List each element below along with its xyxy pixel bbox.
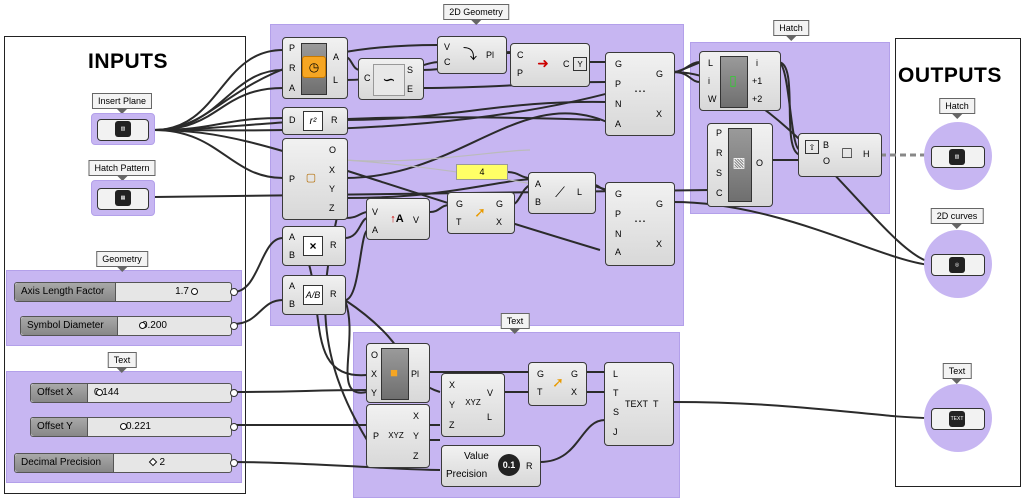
slider-knob[interactable] (96, 389, 103, 396)
slider-knob[interactable] (148, 457, 158, 467)
axis-length-factor-slider[interactable]: Axis Length Factor 1.7 (14, 282, 232, 302)
hatch-pattern-button[interactable]: ▦ (97, 188, 149, 210)
text-output-param[interactable]: TEXT (931, 408, 985, 430)
orient-icon: ⋯ (634, 84, 646, 98)
tag-text-group: Text (500, 313, 530, 334)
rectangle-component[interactable]: P R A A L ◷ (282, 37, 348, 99)
construct-point-component[interactable]: X Y Z V L XYZ (441, 373, 505, 437)
tag-text-inputs: Text (107, 352, 137, 373)
deconstruct-point-icon: XYZ (388, 430, 404, 440)
inputs-frame (4, 36, 246, 494)
hatch-output-label: Hatch (939, 98, 975, 119)
timer-icon: ◷ (302, 56, 326, 78)
insert-plane-label: Insert Plane (91, 93, 153, 114)
hatch-pattern-icon: ▦ (115, 190, 131, 206)
xy-plane-icon: ■ (390, 364, 398, 380)
curve-icon: ∽ (373, 64, 405, 96)
slider-knob[interactable] (139, 322, 146, 329)
axis-length-factor-value: 1.7 (175, 286, 189, 297)
divide-icon: A/B (303, 285, 323, 305)
text-tag-component[interactable]: L T S J TEXT T (604, 362, 674, 446)
amplitude-icon: ↑A (390, 213, 404, 225)
list-item-body (720, 56, 748, 108)
move-component[interactable]: G T G X ➚ (447, 192, 515, 234)
boundary-hatch-component[interactable]: B O H ⇧ □ (798, 133, 882, 177)
hatch-body (728, 128, 752, 202)
hatch-component[interactable]: P R S C O ▧ (707, 123, 773, 207)
output-port[interactable] (230, 459, 238, 467)
slider-knob[interactable] (120, 423, 127, 430)
inputs-title: INPUTS (88, 50, 169, 73)
project-icon: ➜ (537, 54, 549, 71)
format-number-component[interactable]: Value Precision 0.1 R (441, 445, 541, 487)
decimal-precision-slider[interactable]: Decimal Precision 2 (14, 453, 232, 473)
plane-icon: ▧ (115, 121, 131, 137)
square-root-component[interactable]: D R r² (282, 107, 348, 135)
text-output-label: Text (942, 363, 972, 384)
deconstruct-plane-icon: ▢ (305, 171, 317, 184)
curves-output-label: 2D curves (930, 208, 984, 229)
xy-plane-component[interactable]: O X Y Pl ■ (366, 343, 430, 403)
curve-endpoints-component[interactable]: C S E ∽ (358, 58, 424, 100)
list-item-component[interactable]: L i W i +1 +2 ▯ (699, 51, 781, 111)
orient-component[interactable]: G P N A G X ⋯ (605, 52, 675, 136)
multiply-icon: × (303, 236, 323, 256)
tag-hatch: Hatch (773, 20, 809, 41)
output-port[interactable] (230, 322, 238, 330)
amplitude-component[interactable]: V A V ↑A (366, 198, 430, 240)
deconstruct-plane-component[interactable]: P O X Y Z ▢ (282, 138, 348, 220)
orient-component-2[interactable]: G P N A G X ⋯ (605, 182, 675, 266)
line-icon: ⟋ (555, 183, 565, 200)
offset-x-value: 0.144 (93, 387, 119, 398)
construct-point-icon: XYZ (465, 397, 481, 407)
filter-icon: Y (573, 57, 587, 71)
line-component[interactable]: A B L ⟋ (528, 172, 596, 214)
curve-icon: ◎ (949, 257, 965, 273)
hatch-pattern-param[interactable]: ▦ (91, 180, 155, 216)
offset-y-slider[interactable]: Offset Y 0.221 (30, 417, 232, 437)
insert-plane-button[interactable]: ▧ (97, 119, 149, 141)
output-port[interactable] (230, 389, 238, 397)
text-icon: TEXT (949, 411, 965, 427)
deconstruct-point-component[interactable]: P X Y Z XYZ (366, 404, 430, 468)
number-panel[interactable]: 4 (456, 164, 508, 180)
output-port[interactable] (230, 288, 238, 296)
hatch-pattern-label: Hatch Pattern (88, 160, 156, 181)
project-component[interactable]: C P C ➜ Y (510, 43, 590, 87)
output-port[interactable] (230, 423, 238, 431)
symbol-diameter-slider[interactable]: Symbol Diameter 0.200 (20, 316, 232, 336)
orient-icon: ⋯ (634, 214, 646, 228)
insert-plane-param[interactable]: ▧ (91, 113, 155, 145)
divide-component[interactable]: A B R A/B (282, 275, 346, 315)
list-item-icon: ▯ (729, 71, 737, 88)
multiply-component[interactable]: A B R × (282, 226, 346, 266)
outputs-title: OUTPUTS (898, 64, 1002, 87)
xy-plane-body (381, 348, 409, 400)
format-number-icon: 0.1 (498, 454, 520, 476)
move-icon: ➚ (552, 373, 564, 390)
tag-2d-geometry: 2D Geometry (443, 4, 509, 25)
hatch-output-param[interactable]: ▧ (931, 146, 985, 168)
move-icon: ➚ (474, 203, 486, 220)
symbol-diameter-value: 0.200 (141, 320, 167, 331)
boundary-hatch-icon: □ (842, 145, 852, 162)
boundary-icon: ⇧ (805, 140, 819, 154)
hatch-icon: ▧ (949, 149, 965, 165)
plane-normal-icon: ⤵ (463, 46, 477, 62)
hatch-icon: ▧ (732, 153, 746, 170)
text-tag-label: TEXT (625, 399, 649, 409)
plane-normal-component[interactable]: V C Pl ⤵ (437, 36, 507, 74)
offset-y-value: 0.221 (125, 421, 151, 432)
square-root-icon: r² (303, 111, 323, 131)
curves-output-param[interactable]: ◎ (931, 254, 985, 276)
tag-geometry: Geometry (96, 251, 148, 272)
slider-knob[interactable] (191, 288, 198, 295)
move-component-2[interactable]: G T G X ➚ (528, 362, 587, 406)
outputs-frame (895, 38, 1021, 487)
decimal-precision-value: 2 (159, 457, 165, 468)
offset-x-slider[interactable]: Offset X 0.144 (30, 383, 232, 403)
